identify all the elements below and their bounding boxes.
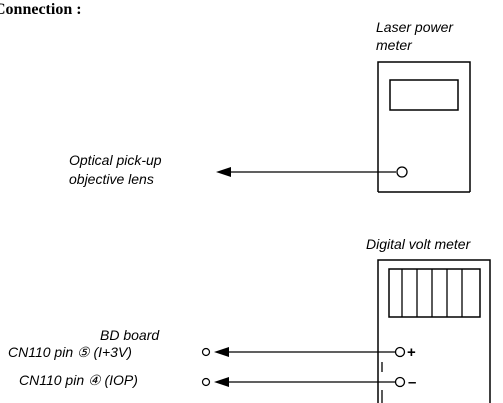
bd-board-pin4-label: CN110 pin ④ (IOP): [19, 372, 138, 388]
laser-power-meter-body: [377, 61, 471, 192]
minus-wire-arrowhead: [214, 377, 229, 387]
laser-power-meter-label-line2: meter: [376, 37, 412, 53]
volt-meter-body: [377, 259, 491, 403]
plus-wire-arrowhead: [214, 347, 229, 357]
pickup-label-line2: objective lens: [69, 171, 154, 187]
pickup-label-line1: Optical pick-up: [69, 152, 162, 168]
minus-sign: –: [408, 374, 417, 391]
bd-board-pin4-terminal: [201, 377, 211, 387]
bd-board-pin5-label: CN110 pin ⑤ (I+3V): [8, 344, 132, 360]
volt-meter-plus-terminal: [394, 346, 406, 358]
laser-sensor-terminal: [396, 166, 408, 178]
bd-board-pin5-terminal: [201, 347, 211, 357]
laser-power-meter-label-line1: Laser power: [376, 19, 454, 35]
volt-meter-label: Digital volt meter: [366, 236, 471, 252]
pickup-arrowhead: [216, 167, 231, 177]
section-title: Connection :: [0, 1, 82, 18]
volt-meter-minus-terminal: [394, 376, 406, 388]
bd-board-title: BD board: [100, 327, 160, 343]
volt-meter-display: [388, 268, 481, 318]
laser-power-meter-display: [389, 79, 459, 111]
plus-sign: +: [407, 344, 416, 361]
